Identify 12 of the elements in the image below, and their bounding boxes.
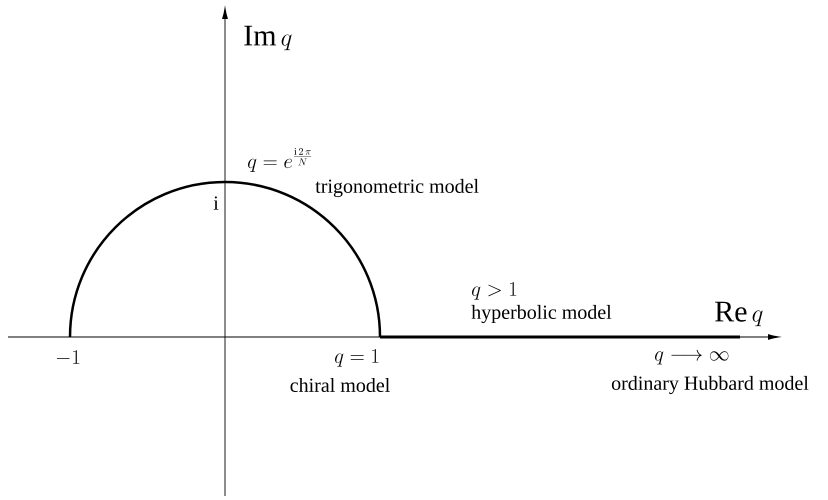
formula-label: $q = 1$ <box>335 348 378 367</box>
formula-label: $q > 1$ <box>472 282 516 300</box>
region-label: chiral model <box>290 378 390 392</box>
axis-label: $\mathrm{Re}\, q$ <box>715 302 763 326</box>
region-label: hyperbolic model <box>471 304 612 324</box>
formula-label: $q \longrightarrow \infty$ <box>655 350 728 364</box>
region-label: ordinary Hubbard model <box>612 376 808 394</box>
tick-label: $-1$ <box>56 350 80 364</box>
region-label: trigonometric model <box>315 178 479 198</box>
point-label: $\mathrm{i}$ <box>214 196 218 210</box>
formula-label: $q = e^{\frac{\mathrm{i}\,2\,\pi}{N}}$ <box>248 148 312 172</box>
axis-label: $\mathrm{Im}\, q$ <box>244 26 292 50</box>
